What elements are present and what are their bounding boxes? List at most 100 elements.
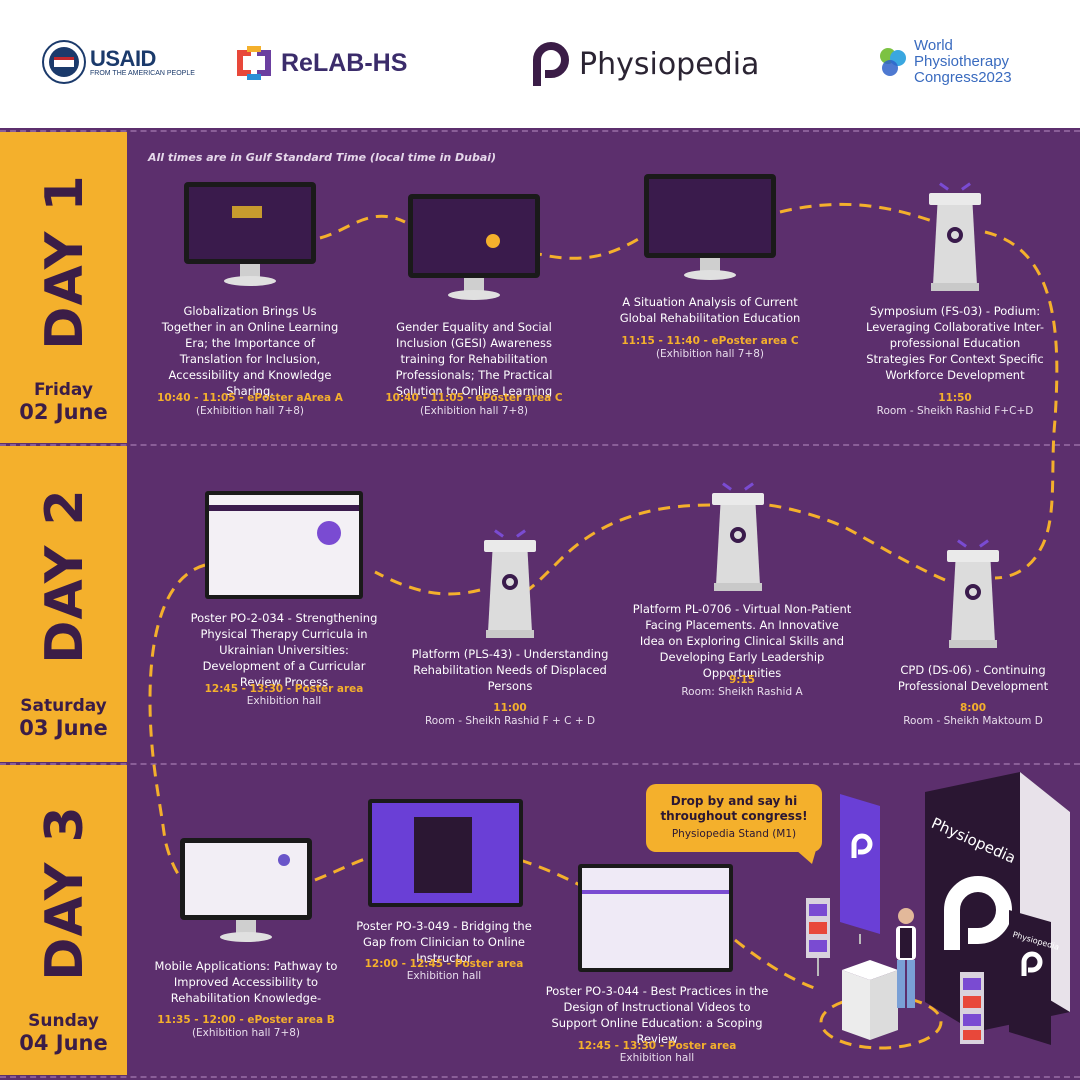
event-location-d1e3: (Exhibition hall 7+8)	[655, 348, 765, 360]
day-3-date: Sunday 04 June	[0, 1011, 127, 1055]
timezone-note: All times are in Gulf Standard Time (loc…	[148, 151, 497, 164]
brochure-stand	[806, 898, 830, 976]
monitor-stand	[236, 920, 256, 934]
day-3-weekday: Sunday	[28, 1011, 99, 1031]
pie-thumbnail	[486, 234, 500, 248]
event-time-d3e2: 12:00 - 12:45 - Poster area	[364, 958, 524, 970]
usaid-logo: USAID FROM THE AMERICAN PEOPLE	[42, 40, 195, 84]
wpc-line-2: Physiotherapy	[914, 53, 1010, 70]
wpc-flower-icon	[880, 48, 906, 76]
banner-logo-icon	[851, 833, 873, 858]
event-time-d2e3: 9:15	[728, 674, 756, 686]
podium-d2e2	[480, 529, 540, 642]
day-2-day: 03 June	[19, 716, 108, 740]
podium-top	[929, 193, 981, 205]
band-divider	[0, 444, 1080, 446]
wpc-year: 2023	[978, 69, 1012, 86]
event-location-d1e4: Room - Sheikh Rashid F+C+D	[876, 405, 1034, 417]
podium-top	[712, 493, 764, 505]
event-title-d2e4: CPD (DS-06) - Continuing Professional De…	[897, 663, 1049, 693]
podium-foot	[931, 283, 979, 291]
podium-d2e4	[943, 539, 1003, 652]
event-time-d2e2: 11:00	[493, 702, 527, 714]
wpc-name: World Physiotherapy Congress2023	[914, 38, 1012, 86]
event-time-d3e1: 11:35 - 12:00 - ePoster area B	[157, 1014, 335, 1026]
event-time-d1e4: 11:50	[938, 392, 972, 404]
podium-body	[716, 505, 760, 585]
monitor-screen	[180, 838, 312, 920]
stand-callout: Drop by and say hi throughout congress! …	[646, 784, 822, 852]
poster-thumbnail	[185, 843, 307, 915]
event-title-d2e3: Platform PL-0706 - Virtual Non-Patient F…	[632, 602, 852, 680]
podium-d2e3	[708, 482, 768, 595]
monitor-d1e3	[644, 174, 776, 286]
podium-body	[488, 552, 532, 632]
usaid-seal-icon	[42, 40, 86, 84]
booth-counter	[842, 960, 898, 1040]
event-title-d2e2: Platform (PLS-43) - Understanding Rehabi…	[411, 647, 609, 693]
header-bar: USAID FROM THE AMERICAN PEOPLE ReLAB-HS …	[0, 0, 1080, 128]
booth-wall-logo-icon	[944, 876, 1012, 950]
event-location-d2e1: Exhibition hall	[246, 695, 322, 707]
poster-thumbnail	[413, 199, 535, 273]
poster-d3e2	[368, 799, 523, 907]
usaid-tagline: FROM THE AMERICAN PEOPLE	[90, 69, 195, 77]
podium-foot	[486, 630, 534, 638]
microphone-icon	[961, 182, 971, 191]
event-time-d1e1: 10:40 - 11:05 - ePoster aArea A	[157, 392, 343, 404]
wpc-congress: Congress	[914, 69, 979, 86]
day-3-day: 04 June	[19, 1031, 108, 1055]
relab-name: ReLAB-HS	[281, 48, 408, 77]
physiopedia-mark-icon	[947, 227, 963, 243]
poster-header-strip	[582, 890, 729, 894]
pie-thumbnail	[278, 854, 290, 866]
monitor-screen	[644, 174, 776, 258]
poster-header-strip	[209, 505, 359, 511]
physiopedia-mark-icon	[965, 584, 981, 600]
physiopedia-booth: Physiopedia Physiopedia	[800, 772, 1080, 1080]
microphone-icon	[957, 539, 967, 548]
relab-logo: ReLAB-HS	[233, 44, 407, 82]
monitor-d3e1	[180, 838, 312, 946]
callout-headline: Drop by and say hi throughout congress!	[660, 794, 808, 823]
day-1-weekday: Friday	[34, 380, 93, 400]
wpc-logo: World Physiotherapy Congress2023	[878, 38, 1012, 86]
microphone-icon	[939, 182, 949, 191]
podium-top	[484, 540, 536, 552]
brochure-stand	[960, 972, 984, 1044]
poster-d2e1	[205, 491, 363, 599]
podium-top	[947, 550, 999, 562]
poster-thumbnail	[189, 187, 311, 259]
day-2-weekday: Saturday	[20, 696, 107, 716]
event-location-d2e4: Room - Sheikh Maktoum D	[903, 715, 1043, 727]
band-divider	[0, 130, 1080, 132]
microphone-icon	[494, 529, 504, 538]
microphone-icon	[744, 482, 754, 491]
microphone-icon	[516, 529, 526, 538]
podium-body	[933, 205, 977, 285]
podium-d1e4	[925, 182, 985, 295]
poster-thumbnail	[582, 868, 729, 968]
event-location-d2e2: Room - Sheikh Rashid F + C + D	[424, 715, 596, 727]
microphone-icon	[722, 482, 732, 491]
event-title-d1e3: A Situation Analysis of Current Global R…	[619, 295, 801, 325]
roll-up-banner-right	[1009, 910, 1051, 1045]
day-2-date: Saturday 03 June	[0, 696, 127, 740]
microphone-icon	[979, 539, 989, 548]
band-divider	[0, 763, 1080, 765]
callout-pointer	[796, 850, 816, 864]
event-title-d3e3: Poster PO-3-044 - Best Practices in the …	[545, 984, 769, 1046]
event-location-d1e2: (Exhibition hall 7+8)	[419, 405, 529, 417]
event-time-d1e3: 11:15 - 11:40 - ePoster area C	[621, 335, 799, 347]
event-title-d1e1: Globalization Brings Us Together in an O…	[161, 304, 339, 398]
event-title-d1e2: Gender Equality and Social Inclusion (GE…	[395, 320, 553, 398]
day-1-date: Friday 02 June	[0, 380, 127, 424]
physiopedia-mark-icon	[533, 42, 569, 86]
monitor-base	[220, 932, 272, 942]
event-location-d3e3: Exhibition hall	[619, 1052, 695, 1064]
staff-figure	[896, 908, 916, 1008]
callout-stand: Physiopedia Stand (M1)	[671, 828, 797, 840]
monitor-base	[448, 290, 500, 300]
day-1-day: 02 June	[19, 400, 108, 424]
day-1-column: DAY 1 Friday 02 June	[0, 132, 127, 443]
